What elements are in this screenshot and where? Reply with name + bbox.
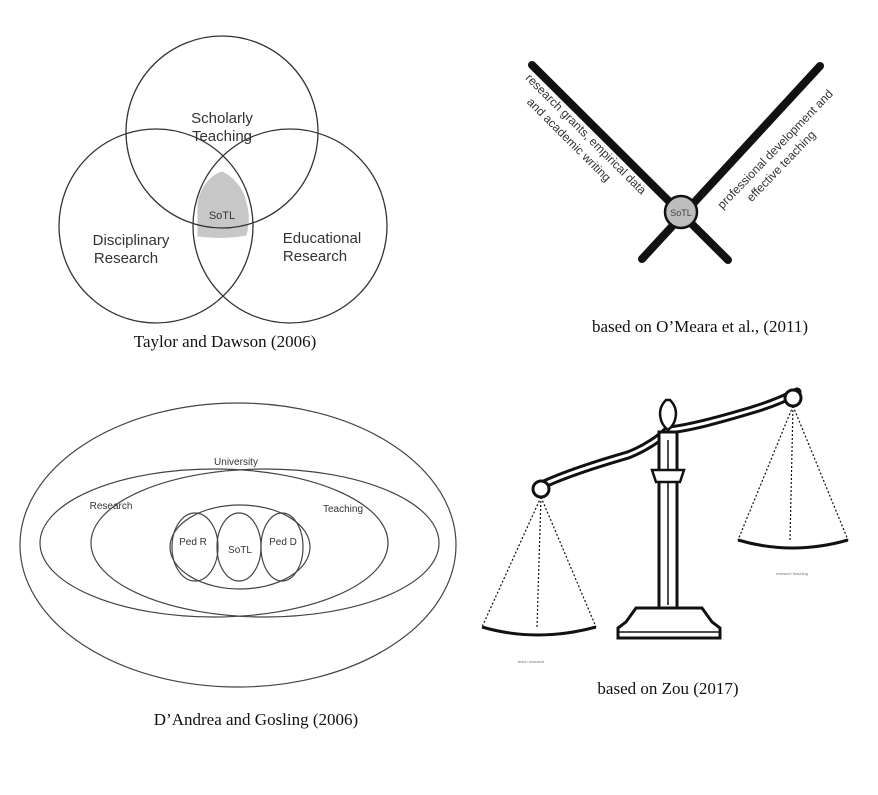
scale-base	[616, 606, 722, 640]
ellipse-diagram: University Research Teaching Ped R SoTL …	[19, 402, 457, 729]
ellipse-university-label: University	[214, 457, 258, 468]
ellipse-teaching	[90, 468, 440, 618]
venn-top-label-1: Scholarly	[191, 110, 253, 127]
venn-diagram: Scholarly Teaching Disciplinary Research…	[58, 35, 388, 351]
venn-sotl-overlap	[197, 171, 249, 238]
scale-pillar-collar	[650, 468, 686, 484]
scale-right-pan	[737, 538, 849, 550]
scale-right-hook	[783, 388, 803, 408]
venn-circle-right	[192, 128, 388, 324]
venn-right-label-1: Educational	[283, 230, 361, 247]
cross-right-label-1: professional development and	[714, 87, 835, 212]
ellipse-ped-r	[171, 512, 219, 582]
ellipse-caption: D’Andrea and Gosling (2006)	[154, 710, 358, 729]
scale-finial	[658, 398, 678, 432]
scale-left-hook	[531, 479, 551, 499]
venn-center-label: SoTL	[209, 210, 235, 222]
scale-caption: based on Zou (2017)	[597, 679, 738, 698]
balance-scale: teach research research teaching based o…	[481, 387, 849, 698]
ellipse-ped-r-label: Ped R	[179, 537, 207, 548]
ellipse-research	[39, 468, 389, 618]
venn-circle-left	[58, 128, 254, 324]
scale-left-strings	[481, 496, 597, 628]
ellipse-ped-d-label: Ped D	[269, 537, 297, 548]
cross-bar-left	[528, 61, 732, 264]
cross-center-label: SoTL	[670, 208, 692, 218]
venn-left-label-1: Disciplinary	[93, 232, 170, 249]
venn-circle-top	[125, 35, 319, 229]
scale-left-pan	[481, 625, 597, 637]
ellipse-research-label: Research	[90, 501, 133, 512]
ellipse-ped-d	[260, 512, 304, 582]
ellipse-inner-container	[169, 504, 311, 590]
venn-top-label-2: Teaching	[192, 128, 252, 145]
cross-diagram: SoTL research grants, empirical data and…	[523, 61, 836, 336]
ellipse-university	[19, 402, 457, 688]
cross-bar-right	[638, 62, 824, 263]
scale-right-strings	[737, 405, 849, 541]
venn-caption: Taylor and Dawson (2006)	[134, 332, 316, 351]
cross-caption: based on O’Meara et al., (2011)	[592, 317, 808, 336]
ellipse-sotl-label: SoTL	[228, 545, 252, 556]
scale-left-pan-note: teach research	[518, 659, 544, 664]
scale-right-pan-note: research teaching	[776, 571, 808, 576]
venn-right-label-2: Research	[283, 248, 347, 265]
venn-left-label-2: Research	[94, 250, 158, 267]
cross-left-label-1: research grants, empirical data	[523, 71, 650, 198]
cross-sotl-circle	[663, 194, 699, 230]
ellipse-teaching-label: Teaching	[323, 504, 363, 515]
